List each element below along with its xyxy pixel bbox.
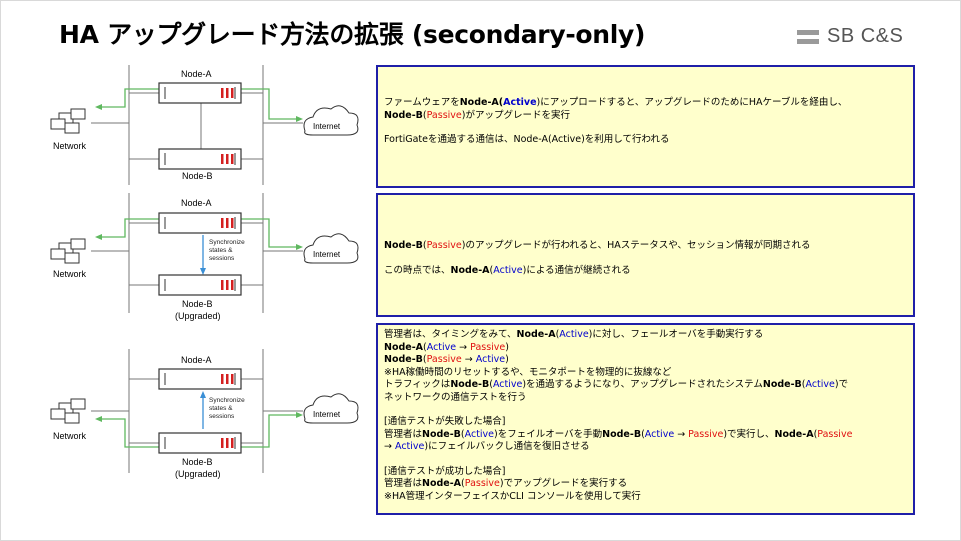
node-b-label: Node-B xyxy=(182,299,213,309)
step1-line1: ファームウェアをNode-A(Active)にアップロードすると、アップグレード… xyxy=(384,97,848,108)
step3-description-box: 管理者は、タイミングをみて、Node-A(Active)に対し、フェールオーバを… xyxy=(376,323,915,515)
upgraded-label: (Upgraded) xyxy=(175,311,221,321)
step3-line3: Node-B(Passive → Active) xyxy=(384,354,509,365)
step1-line3: FortiGateを通過する通信は、Node-A(Active)を利用して行われ… xyxy=(384,134,670,145)
step3-line11: 管理者はNode-A(Passive)でアップグレードを実行する xyxy=(384,478,628,489)
page-title: HA アップグレード方法の拡張 (secondary-only) xyxy=(59,20,646,49)
step3-line9: → Active)にフェイルバックし通信を復旧させる xyxy=(384,441,590,452)
step3-line1: 管理者は、タイミングをみて、Node-A(Active)に対し、フェールオーバを… xyxy=(384,329,764,340)
node-b-label: Node-B xyxy=(182,171,213,181)
internet-label: Internet xyxy=(313,122,341,131)
logo-bars-icon xyxy=(797,29,819,44)
sbcs-logo: SB C&S xyxy=(797,25,903,48)
step3-line5: トラフィックはNode-B(Active)を通過するようになり、アップグレードさ… xyxy=(384,379,849,390)
step2-line2: この時点では、Node-A(Active)による通信が継続される xyxy=(384,264,631,276)
step3-line12: ※HA管理インターフェイスかCLI コンソールを使用して実行 xyxy=(384,490,641,502)
network-label: Network xyxy=(53,141,87,151)
step3-line10: [通信テストが成功した場合] xyxy=(384,465,506,477)
step1-line2: Node-B(Passive)がアップグレードを実行 xyxy=(384,109,570,121)
step1-description-box: ファームウェアをNode-A(Active)にアップロードすると、アップグレード… xyxy=(376,65,915,188)
ha-diagram-step1-svg xyxy=(50,65,359,185)
step3-line6: ネットワークの通信テストを行う xyxy=(384,391,527,403)
network-label: Network xyxy=(53,269,87,279)
step2-description-box: Node-B(Passive)のアップグレードが行われると、HAステータスや、セ… xyxy=(376,193,915,317)
node-a-label: Node-A xyxy=(181,355,212,365)
upgraded-label: (Upgraded) xyxy=(175,469,221,479)
node-a-label: Node-A xyxy=(181,198,212,208)
ha-diagram-step2-svg xyxy=(50,193,359,313)
ha-diagram-step1: Node-A Node-B Network Internet xyxy=(41,61,371,191)
network-label: Network xyxy=(53,431,87,441)
step3-line7: [通信テストが失敗した場合] xyxy=(384,416,506,427)
step3-line2: Node-A(Active → Passive) xyxy=(384,341,509,353)
ha-diagram-step3-svg xyxy=(50,349,359,473)
internet-label: Internet xyxy=(313,250,341,259)
node-a-label: Node-A xyxy=(181,69,212,79)
step3-line4: ※HA稼働時間のリセットするや、モニタポートを物理的に抜線など xyxy=(384,366,672,378)
step2-line1: Node-B(Passive)のアップグレードが行われると、HAステータスや、セ… xyxy=(384,240,811,251)
internet-label: Internet xyxy=(313,410,341,419)
step3-line8: 管理者はNode-B(Active)をフェイルオーバを手動Node-B(Acti… xyxy=(384,428,853,440)
node-b-label: Node-B xyxy=(182,457,213,467)
logo-text: SB C&S xyxy=(827,25,904,47)
